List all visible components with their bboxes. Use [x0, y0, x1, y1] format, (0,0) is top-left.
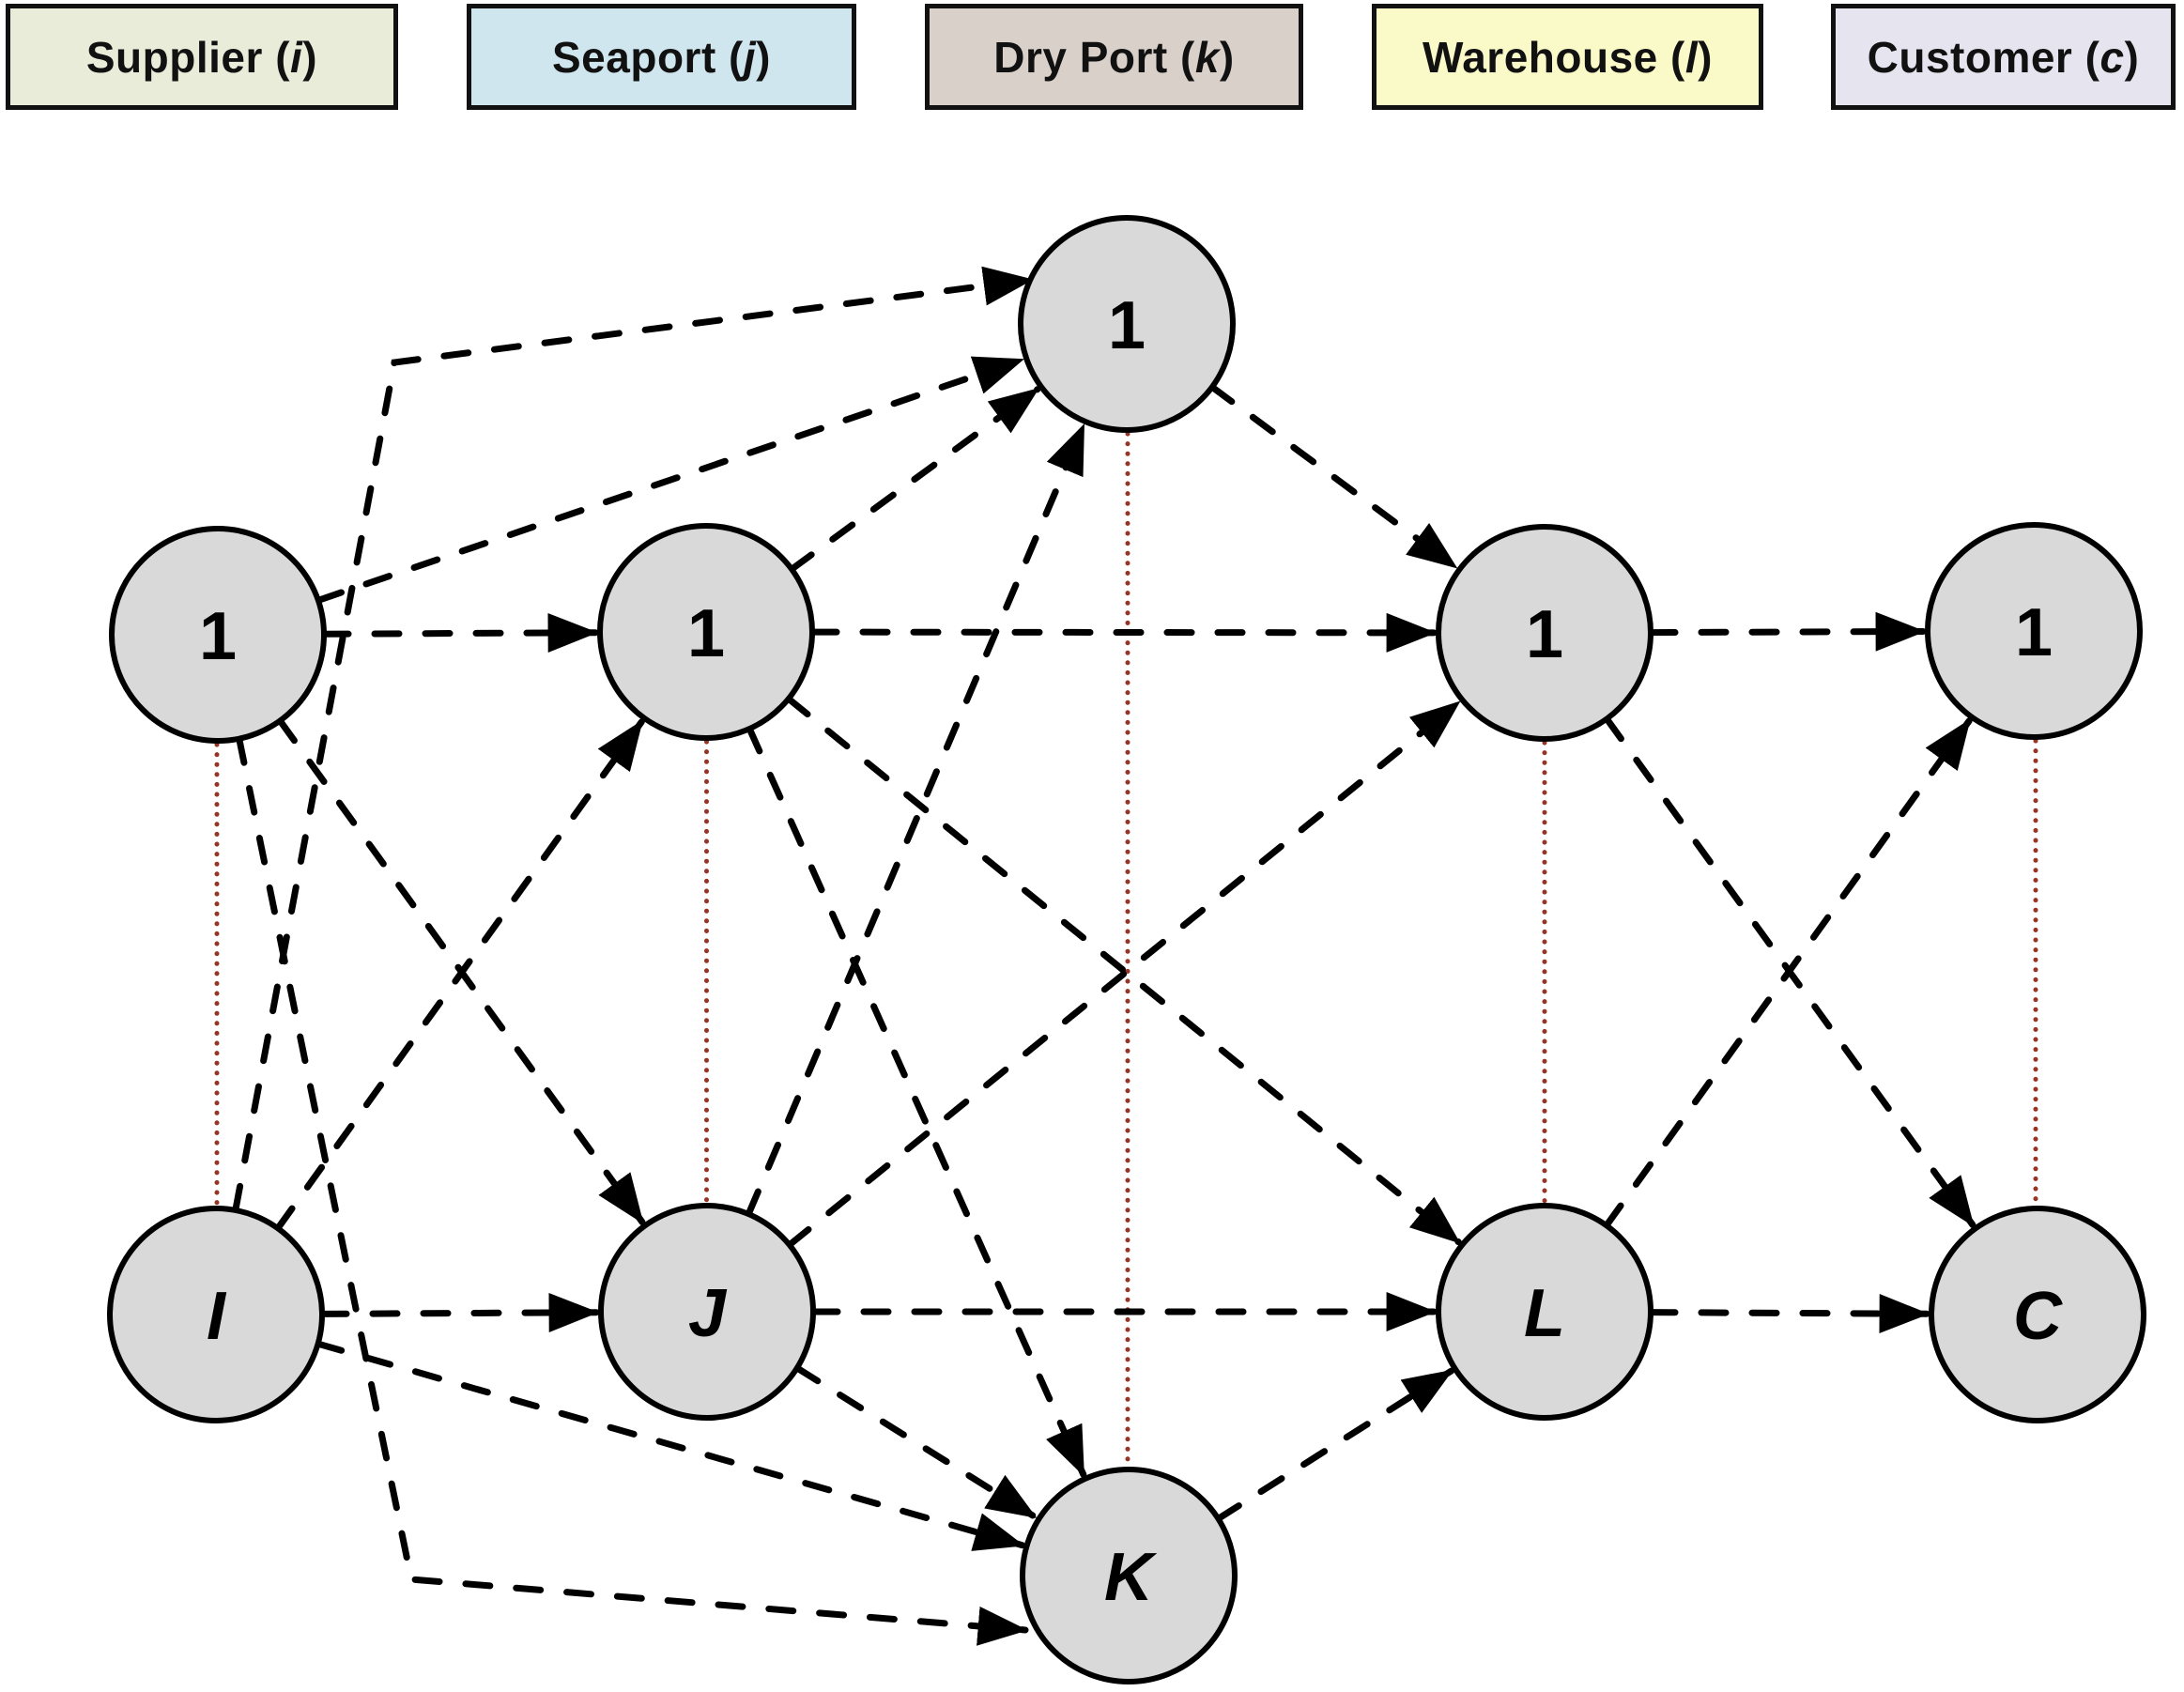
node-supplier-I: I — [107, 1206, 325, 1423]
node-circle-L — [1436, 1203, 1653, 1421]
edge-K-to-L — [1214, 1367, 1454, 1522]
edge-P1-to-D1 — [788, 386, 1041, 573]
legend-index-warehouse: l — [1684, 32, 1699, 82]
node-label-K: K — [1104, 1540, 1158, 1615]
node-label-W1: 1 — [1526, 597, 1563, 672]
legend-index-dry-port: k — [1194, 32, 1220, 82]
edge-P1-to-K — [746, 725, 1087, 1478]
legend-box-dry-port: Dry Port (k) — [925, 4, 1303, 110]
legend-paren-open: ( — [729, 32, 744, 82]
edge-W1-to-C1 — [1647, 611, 1927, 652]
legend-paren-open: ( — [275, 32, 291, 82]
node-label-J: J — [688, 1276, 728, 1351]
node-label-S1: 1 — [199, 599, 237, 674]
node-seaport-J: J — [598, 1203, 816, 1421]
legend-paren-close: ) — [1698, 32, 1713, 82]
legend-paren-open: ( — [1180, 32, 1195, 82]
edge-L-to-C1 — [1603, 717, 1973, 1229]
edge-S1-to-D1 — [315, 356, 1025, 604]
node-label-L: L — [1524, 1276, 1565, 1351]
edge-P1-to-W1 — [808, 612, 1438, 653]
node-circle-I — [107, 1206, 325, 1423]
legend-paren-close: ) — [302, 32, 318, 82]
legend-label-seaport: Seaport — [552, 32, 716, 82]
node-circle-D1 — [1018, 215, 1236, 433]
legend-index-seaport: j — [743, 32, 757, 82]
legend-label-warehouse: Warehouse — [1423, 32, 1658, 82]
edge-I-to-K — [315, 1340, 1025, 1551]
node-dry-port-K: K — [1020, 1467, 1238, 1684]
nodes-layer: 1I 1J 1K 1L 1C — [107, 215, 2146, 1684]
legend-index-customer: c — [2099, 32, 2125, 82]
edges-layer — [232, 266, 1976, 1646]
node-supplier-S1: 1 — [109, 526, 327, 744]
legend-box-warehouse: Warehouse (l) — [1372, 4, 1763, 110]
edge-P1-to-L — [785, 695, 1462, 1246]
legend-row: Supplier (i) Seaport (j) Dry Port (k) Wa… — [0, 0, 2184, 122]
node-label-P1: 1 — [687, 596, 725, 671]
node-label-C1: 1 — [2015, 595, 2053, 670]
legend-paren-open: ( — [2084, 32, 2100, 82]
legend-paren-open: ( — [1670, 32, 1685, 82]
edge-S1-to-K — [236, 735, 1029, 1646]
edge-S1-to-P1 — [320, 612, 599, 653]
legend-index-supplier: i — [290, 32, 303, 82]
legend-box-supplier: Supplier (i) — [6, 4, 398, 110]
legend-label-customer: Customer — [1867, 32, 2073, 82]
edge-J-to-D1 — [745, 423, 1087, 1218]
legend-box-seaport: Seaport (j) — [467, 4, 856, 110]
edge-J-to-W1 — [786, 699, 1462, 1249]
legend-label-supplier: Supplier — [85, 32, 263, 82]
node-customer-C: C — [1929, 1206, 2146, 1423]
node-dry-port-D1: 1 — [1018, 215, 1236, 433]
edge-I-to-P1 — [274, 718, 645, 1232]
node-circle-S1 — [109, 526, 327, 744]
node-circle-P1 — [597, 523, 815, 741]
node-circle-C1 — [1925, 522, 2143, 740]
node-customer-C1: 1 — [1925, 522, 2143, 740]
dotted-links-layer — [214, 431, 2038, 1469]
node-circle-C — [1929, 1206, 2146, 1423]
legend-paren-close: ) — [1219, 32, 1235, 82]
edge-L-to-C — [1647, 1294, 1930, 1334]
node-circle-W1 — [1436, 524, 1653, 742]
legend-paren-close: ) — [756, 32, 771, 82]
edge-I-to-D1 — [232, 266, 1035, 1214]
node-warehouse-W1: 1 — [1436, 524, 1653, 742]
legend-paren-close: ) — [2124, 32, 2140, 82]
legend-box-customer: Customer (c) — [1831, 4, 2176, 110]
edge-I-to-J — [318, 1292, 600, 1332]
node-label-I: I — [207, 1279, 227, 1354]
node-label-C: C — [2013, 1279, 2063, 1354]
node-warehouse-L: L — [1436, 1203, 1653, 1421]
legend-label-dry-port: Dry Port — [993, 32, 1168, 82]
node-circle-K — [1020, 1467, 1238, 1684]
node-seaport-P1: 1 — [597, 523, 815, 741]
node-circle-J — [598, 1203, 816, 1421]
node-label-D1: 1 — [1108, 288, 1146, 363]
edge-D1-to-W1 — [1208, 383, 1459, 571]
edge-J-to-K — [793, 1364, 1038, 1520]
